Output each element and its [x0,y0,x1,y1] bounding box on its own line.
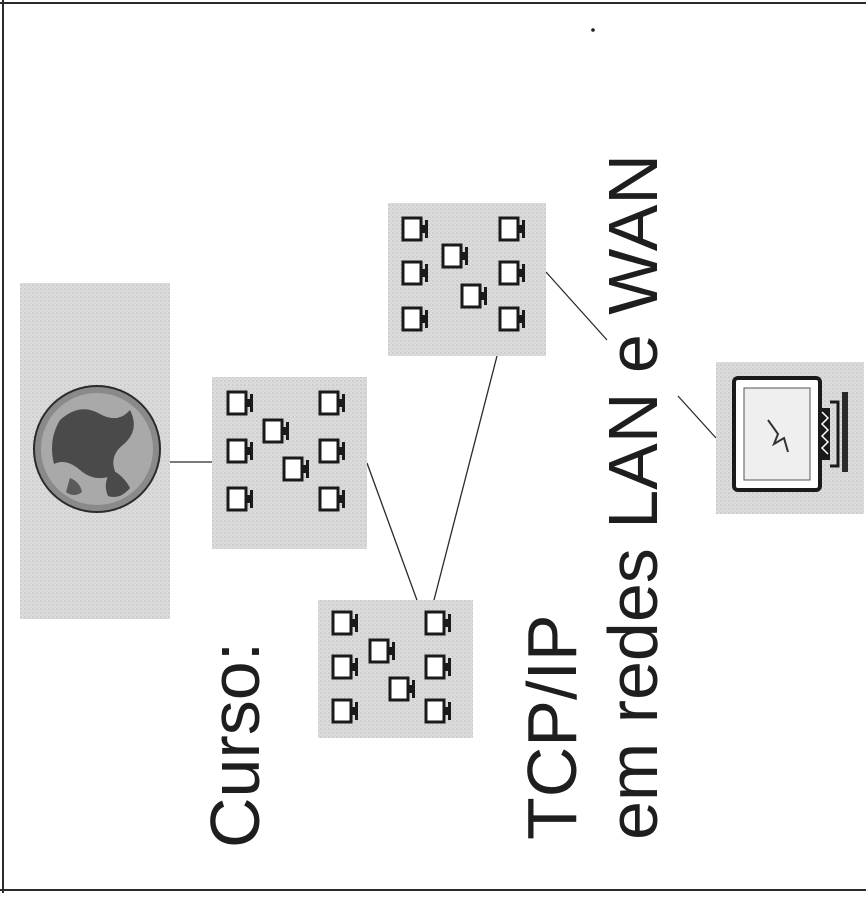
frame-border-top [0,2,866,4]
title-line-3: em redes LAN e WAN [594,154,672,840]
monitor-icon [716,362,864,514]
frame-border-bottom [0,889,866,891]
network-icon [388,203,546,356]
network-icon [212,377,367,549]
network-icon [318,600,473,738]
globe-icon [20,283,170,619]
frame-border-left [2,0,4,893]
connection-lines [170,271,717,604]
speck [591,28,595,32]
title-line-1: Curso: [196,641,274,848]
title-line-2: TCP/IP [513,614,591,840]
